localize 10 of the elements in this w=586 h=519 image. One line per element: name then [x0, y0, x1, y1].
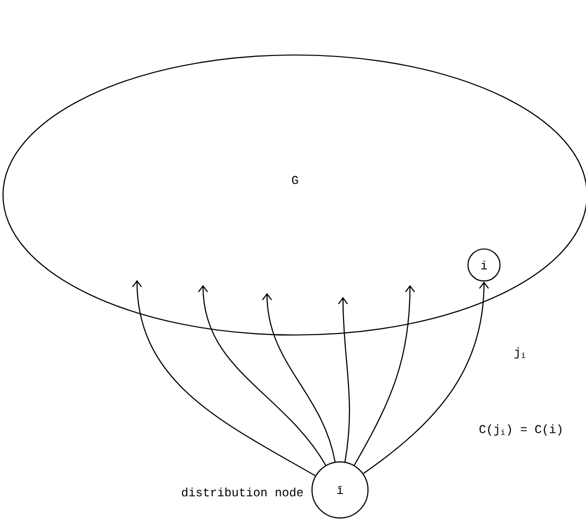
- edge-label: j$_{i}$: [514, 347, 526, 359]
- equation-label: C(j$_{i}$) = C(i): [480, 424, 562, 436]
- arrow: [262, 292, 336, 462]
- arrow: [132, 280, 316, 476]
- node-caption: distribution node: [182, 488, 303, 496]
- arrow: [363, 282, 489, 474]
- arrow: [354, 284, 415, 466]
- arrow: [198, 284, 326, 466]
- node-label: G: [292, 176, 298, 184]
- arrow: [338, 296, 350, 462]
